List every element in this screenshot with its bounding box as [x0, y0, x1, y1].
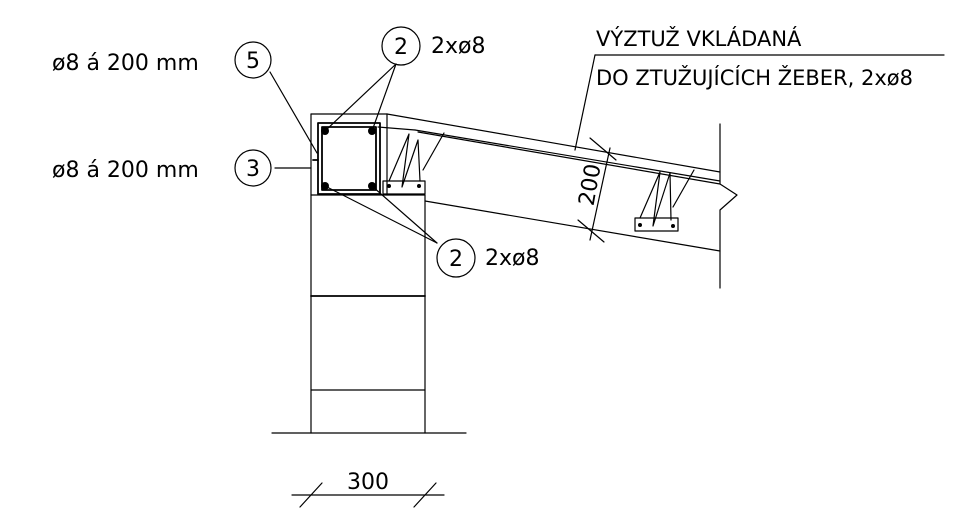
bar2-bottom-mark-label: 2	[449, 247, 463, 272]
rib-note-line-1: VÝZTUŽ VKLÁDANÁ	[596, 26, 802, 51]
callout-bar-2-bottom: 2 2xø8	[436, 238, 539, 278]
wall-width-label: 300	[347, 470, 389, 495]
slab-depth-dimension: 200	[575, 137, 617, 243]
rib-note-line-2: DO ZTUŽUJÍCÍCH ŽEBER, 2xø8	[596, 65, 913, 90]
masonry-wall	[310, 194, 426, 434]
leader-lines	[269, 54, 945, 244]
longitudinal-bars	[321, 127, 376, 190]
bar3-mark-label: 3	[246, 157, 260, 182]
rib-reinforcement-note: VÝZTUŽ VKLÁDANÁ DO ZTUŽUJÍCÍCH ŽEBER, 2x…	[596, 26, 913, 90]
callout-bar-5: ø8 á 200 mm 5	[52, 41, 272, 79]
callout-bar-2-top: 2 2xø8	[381, 26, 485, 66]
bar5-mark-label: 5	[246, 49, 260, 74]
rib-truss-span	[634, 169, 695, 232]
bar2-top-mark-label: 2	[394, 35, 408, 60]
callout-bar-3: ø8 á 200 mm 3	[52, 149, 272, 187]
bar3-spec-label: ø8 á 200 mm	[52, 158, 199, 183]
bar5-spec-label: ø8 á 200 mm	[52, 51, 199, 76]
wall-width-dimension: 300	[291, 470, 445, 508]
slab-depth-label: 200	[575, 162, 607, 208]
bar2-top-spec-label: 2xø8	[431, 34, 485, 59]
rib-truss-support	[382, 132, 445, 195]
bar2-bottom-spec-label: 2xø8	[485, 246, 539, 271]
break-line	[719, 123, 738, 289]
